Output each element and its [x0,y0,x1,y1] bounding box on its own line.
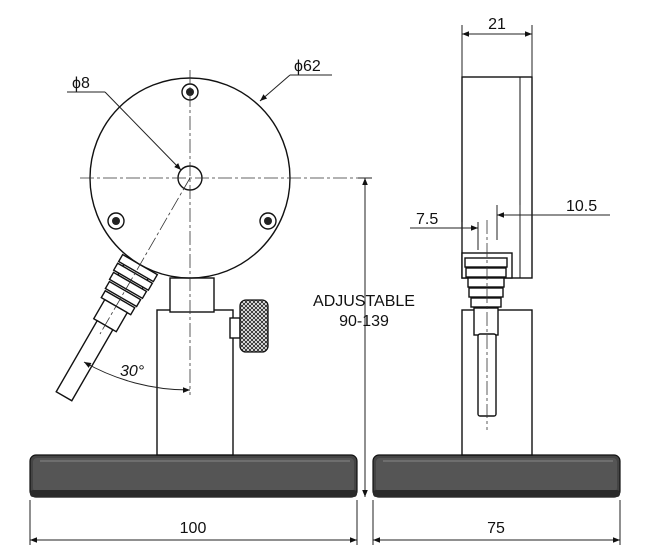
dim-angle: 30° [83,361,191,393]
dim-angle-label: 30° [120,363,145,380]
dim-phi8-label: ϕ8 [72,75,90,92]
adjustable-line2: 90-139 [339,313,389,330]
side-view [372,76,621,498]
angled-centerline [99,177,191,335]
dim-phi62: ϕ62 [259,58,332,102]
screw-hole [107,212,125,230]
front-post [156,309,234,456]
dim-10-5-label: 10.5 [566,198,597,215]
dim-phi62-label: ϕ62 [294,58,321,75]
dim-75-label: 75 [487,520,505,537]
adjustable-line1: ADJUSTABLE [313,293,415,310]
side-spring [464,257,508,336]
dim-100-label: 100 [180,520,207,537]
dim-7-5-label: 7.5 [416,211,438,228]
dim-7-5: 7.5 [410,211,479,250]
side-disk [461,76,533,279]
dim-phi8: ϕ8 [67,75,182,171]
side-base [372,454,621,498]
dim-10-5: 10.5 [496,198,610,240]
screw-hole [259,212,277,230]
dim-75: 75 [372,500,621,545]
dim-100: 100 [29,500,358,545]
front-neck [169,277,215,313]
front-view [29,70,365,498]
dim-21: 21 [461,16,533,77]
thumbscrew [229,299,269,353]
front-base [29,454,358,498]
dim-adjustable: ADJUSTABLE 90-139 [313,177,415,497]
dim-21-label: 21 [488,16,506,33]
